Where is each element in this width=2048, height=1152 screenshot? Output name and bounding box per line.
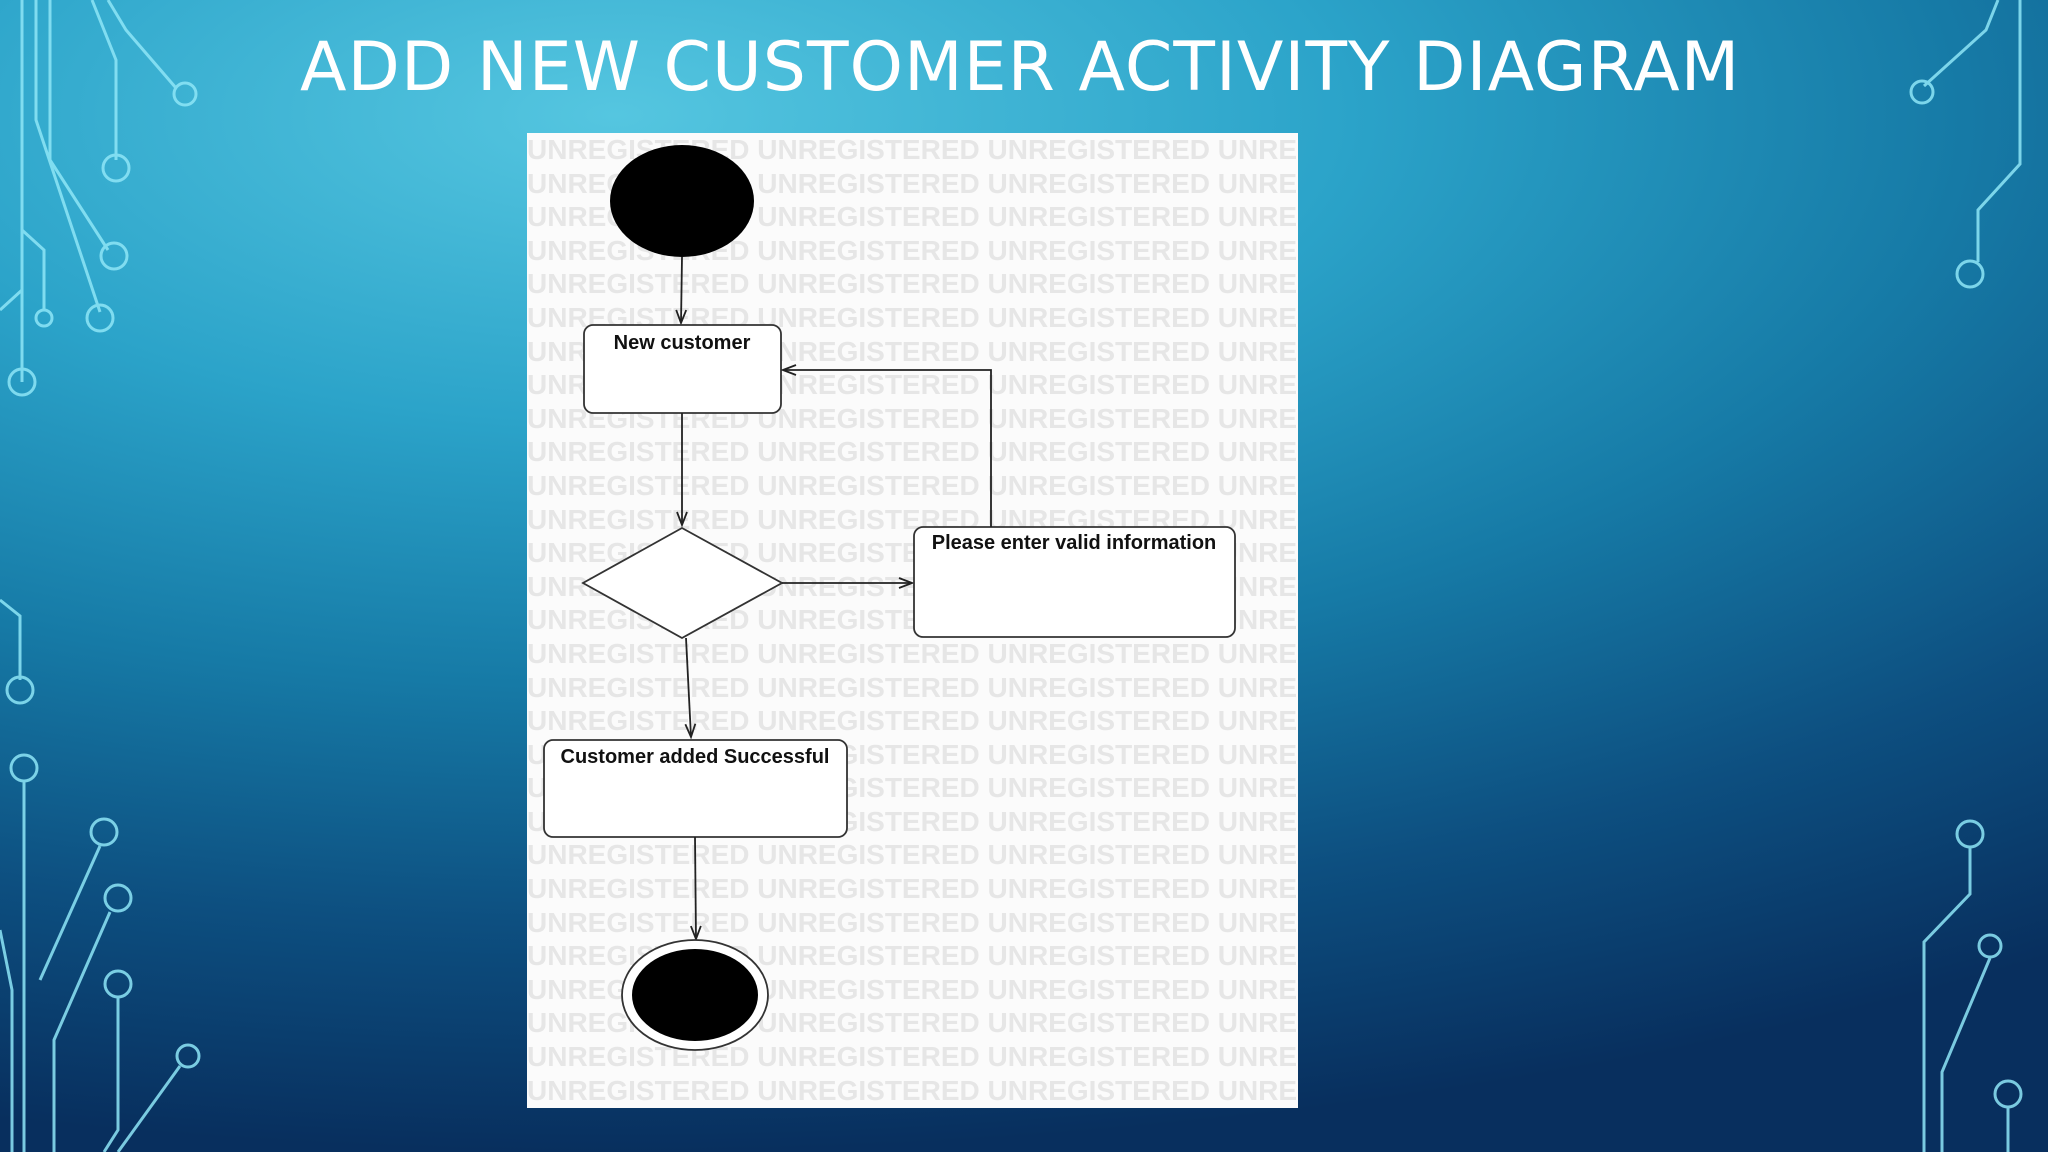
flow-invalid-info-to-new-customer xyxy=(783,370,992,527)
slide-title: ADD NEW CUSTOMER ACTIVITY DIAGRAM xyxy=(300,28,1741,107)
action-new-customer-label: New customer xyxy=(614,332,751,354)
flow-decision-to-customer-added xyxy=(686,637,691,737)
initial-node xyxy=(610,145,754,257)
decision-node xyxy=(581,526,784,640)
final-node xyxy=(621,939,769,1051)
flow-customer-added-to-final xyxy=(695,836,696,939)
activity-diagram-panel: UNREGISTERED UNREGISTERED UNREGISTERED U… xyxy=(527,133,1298,1108)
flow-initial-to-new-customer xyxy=(681,256,682,323)
action-customer-added-label: Customer added Successful xyxy=(561,746,830,768)
circuit-decoration-right xyxy=(1909,0,2023,1152)
action-new-customer: New customer xyxy=(583,324,782,414)
action-invalid-info-label: Please enter valid information xyxy=(932,532,1217,554)
circuit-decoration-left xyxy=(0,0,201,1152)
action-customer-added: Customer added Successful xyxy=(543,739,848,838)
action-invalid-info: Please enter valid information xyxy=(913,526,1236,638)
activity-diagram: New customer Please enter valid informat… xyxy=(543,145,1236,1051)
